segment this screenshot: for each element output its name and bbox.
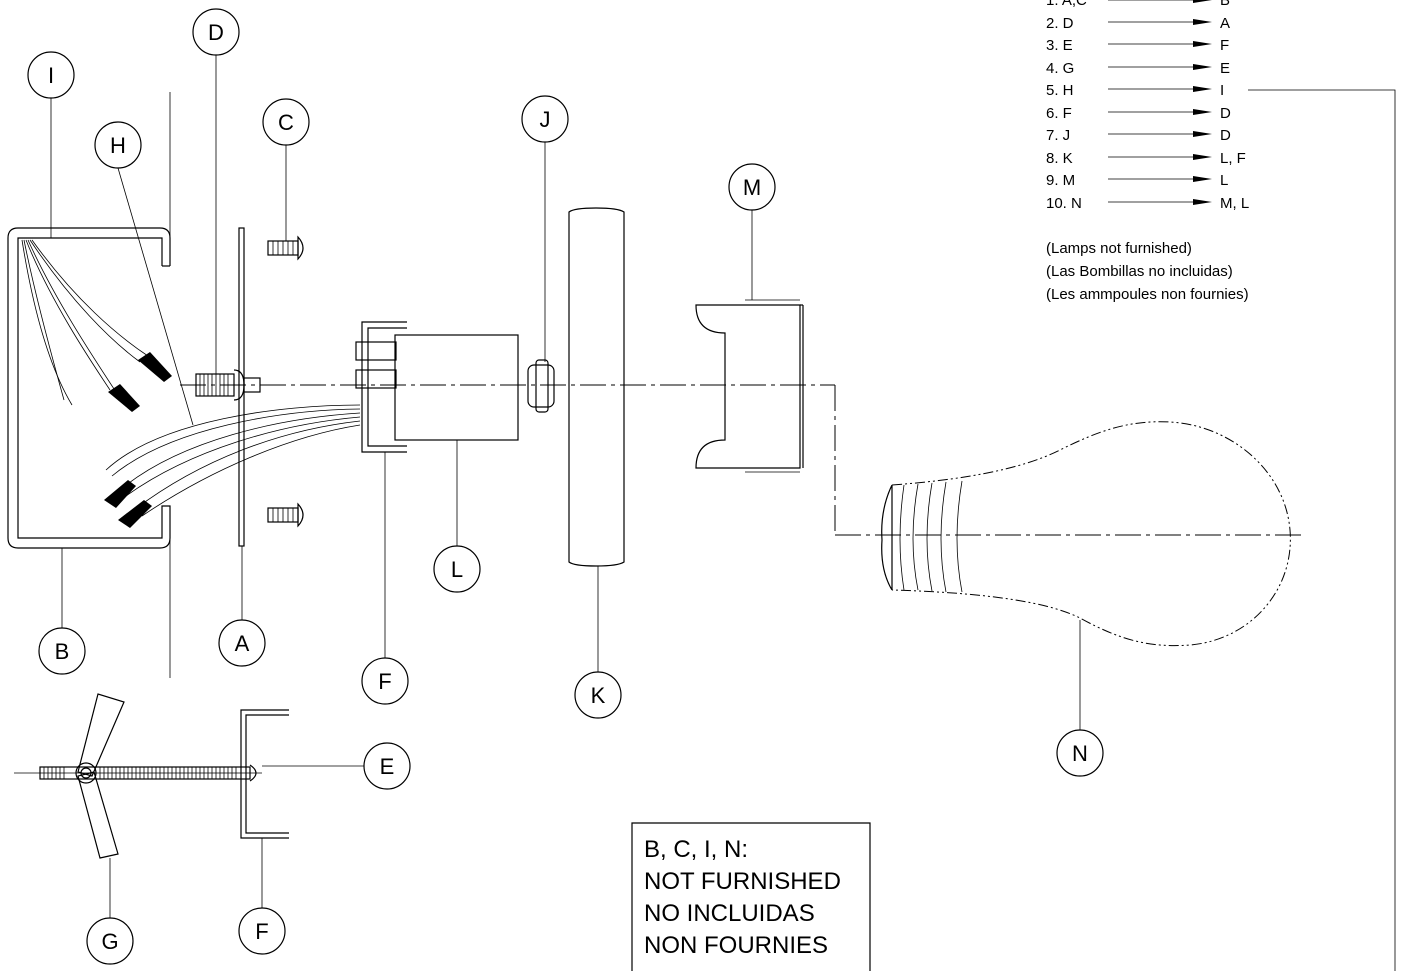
step-row: 8. K L, F xyxy=(1046,150,1246,167)
wire-end xyxy=(138,352,172,382)
fixture-wires xyxy=(104,404,361,528)
note-line: (Les ammpoules non fournies) xyxy=(1046,286,1249,303)
svg-text:K: K xyxy=(591,683,606,708)
svg-text:C: C xyxy=(278,110,294,135)
step-target: D xyxy=(1220,127,1231,144)
svg-text:E: E xyxy=(380,754,395,779)
step-leader-line xyxy=(1248,89,1396,971)
callout-H: H xyxy=(94,121,142,169)
callout-E: E xyxy=(363,742,411,790)
callout-G: G xyxy=(86,917,134,965)
mounting-plate xyxy=(238,227,245,547)
box-wires xyxy=(21,239,172,412)
callout-K: K xyxy=(574,671,622,719)
step-number: 10. N xyxy=(1046,195,1082,212)
callout-L: L xyxy=(433,545,481,593)
step-row: 6. F D xyxy=(1046,105,1231,122)
step-target: M, L xyxy=(1220,195,1249,212)
callout-A: A xyxy=(218,619,266,667)
step-number: 1. A,C xyxy=(1046,0,1087,9)
callout-B: B xyxy=(38,627,86,675)
box-line: NO INCLUIDAS xyxy=(644,900,815,927)
svg-text:H: H xyxy=(110,133,126,158)
screw-bottom xyxy=(267,502,304,528)
svg-text:N: N xyxy=(1072,741,1088,766)
svg-text:I: I xyxy=(48,63,54,88)
screw-top xyxy=(267,235,304,261)
shade xyxy=(695,299,804,473)
svg-text:F: F xyxy=(378,669,391,694)
step-row: 9. M L xyxy=(1046,172,1228,189)
leader-lines xyxy=(50,55,1081,918)
wire-end xyxy=(118,500,152,528)
step-number: 4. G xyxy=(1046,60,1074,77)
step-target: F xyxy=(1220,37,1229,54)
step-target: I xyxy=(1220,82,1224,99)
step-row: 1. A,C B xyxy=(1046,0,1230,9)
step-target: A xyxy=(1220,15,1230,32)
junction-box xyxy=(7,92,171,678)
note-line: (Lamps not furnished) xyxy=(1046,240,1192,257)
lamp-socket xyxy=(394,334,519,441)
svg-text:M: M xyxy=(743,175,761,200)
wire-end xyxy=(104,480,136,508)
step-row: 3. E F xyxy=(1046,37,1229,54)
step-target: L, F xyxy=(1220,150,1246,167)
svg-text:F: F xyxy=(255,919,268,944)
step-row: 10. N M, L xyxy=(1046,195,1249,212)
wire-end xyxy=(108,384,140,412)
socket-bracket xyxy=(355,321,407,453)
step-target: E xyxy=(1220,60,1230,77)
box-line: B, C, I, N: xyxy=(644,836,748,863)
note-line: (Las Bombillas no incluidas) xyxy=(1046,263,1233,280)
box-line: NOT FURNISHED xyxy=(644,868,841,895)
callout-N: N xyxy=(1056,729,1104,777)
toggle-bolt xyxy=(14,693,262,859)
step-number: 7. J xyxy=(1046,127,1070,144)
svg-text:B: B xyxy=(55,639,70,664)
svg-text:J: J xyxy=(540,107,551,132)
callout-M: M xyxy=(728,163,776,211)
callout-F: F xyxy=(361,657,409,705)
lamp-notes: (Lamps not furnished) (Las Bombillas no … xyxy=(1046,240,1249,303)
step-number: 8. K xyxy=(1046,150,1073,167)
callout-I: I xyxy=(27,51,75,99)
step-number: 3. E xyxy=(1046,37,1073,54)
svg-text:L: L xyxy=(451,557,463,582)
step-row: 4. G E xyxy=(1046,60,1230,77)
step-number: 2. D xyxy=(1046,15,1074,32)
step-number: 9. M xyxy=(1046,172,1075,189)
svg-text:G: G xyxy=(101,929,118,954)
step-number: 5. H xyxy=(1046,82,1074,99)
step-target: D xyxy=(1220,105,1231,122)
step-target: B xyxy=(1220,0,1230,9)
step-row: 2. D A xyxy=(1046,15,1230,32)
canopy xyxy=(568,207,625,567)
steps-list: 1. A,C B 2. D A 3. E F 4. G E 5. H I 6. … xyxy=(1046,0,1249,212)
step-row: 7. J D xyxy=(1046,127,1231,144)
step-number: 6. F xyxy=(1046,105,1072,122)
bulb xyxy=(881,421,1291,647)
svg-text:D: D xyxy=(208,20,224,45)
box-line: NON FOURNIES xyxy=(644,932,828,959)
callout-D: D xyxy=(192,8,240,56)
callout-F-lower: F xyxy=(238,907,286,955)
callout-J: J xyxy=(521,95,569,143)
step-target: L xyxy=(1220,172,1228,189)
retaining-ring xyxy=(527,359,555,413)
step-row: 5. H I xyxy=(1046,82,1224,99)
svg-text:A: A xyxy=(235,631,250,656)
callout-C: C xyxy=(262,98,310,146)
crossbar-bracket xyxy=(240,709,289,839)
not-furnished-box: B, C, I, N: NOT FURNISHED NO INCLUIDAS N… xyxy=(631,822,871,971)
